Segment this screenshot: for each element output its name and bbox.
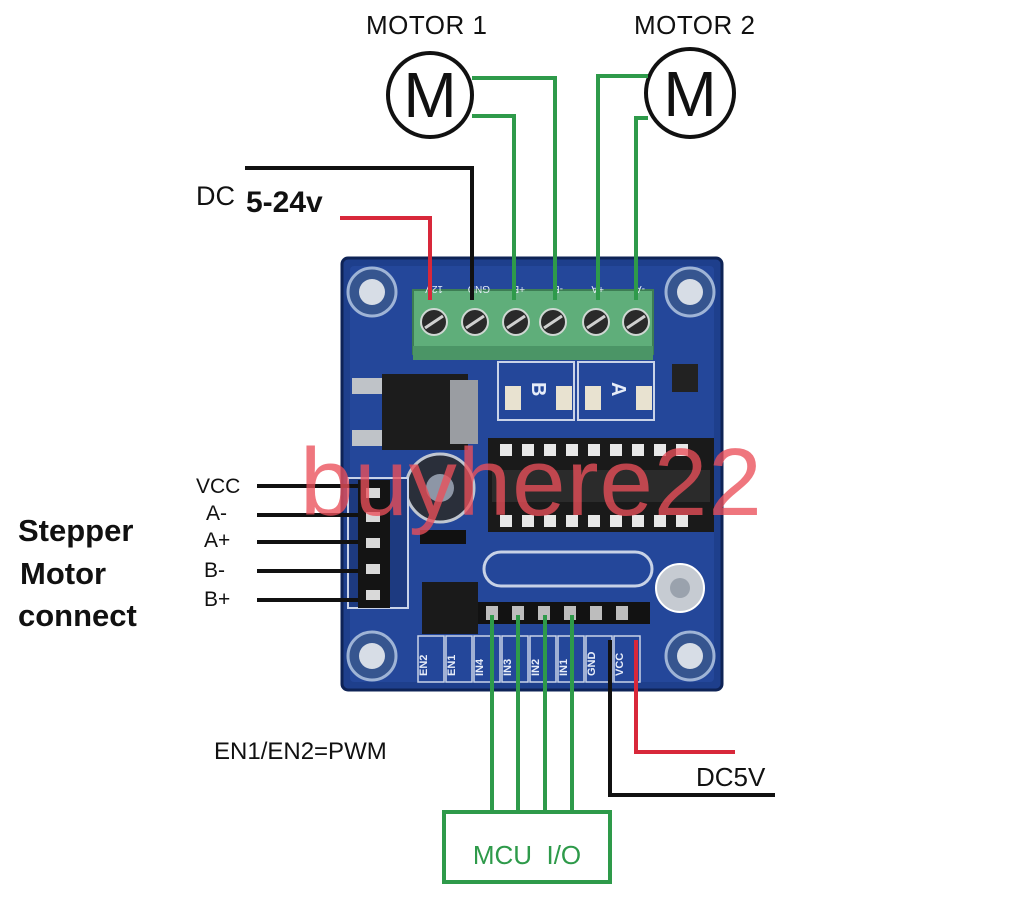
dc5v-label: DC5V: [696, 762, 766, 792]
mounting-hole: [664, 630, 716, 682]
watermark: buyhere22: [300, 429, 763, 536]
terminal-mark-minus-b: -B: [553, 283, 563, 294]
pin-label-vcc: VCC: [614, 653, 626, 676]
motor-2-m: M: [663, 58, 716, 130]
stepper-title-line3: connect: [18, 598, 137, 633]
stepper-pin-b-plus: B+: [204, 588, 231, 611]
stepper-pin-a-minus: A-: [206, 502, 227, 525]
mcu-io-box: [442, 810, 612, 884]
wire-gnd-5v: [608, 640, 775, 797]
pin-label-en2: EN2: [418, 655, 430, 676]
wire-motor1-b: [472, 114, 516, 300]
terminal-mark-plus-b: +B: [512, 283, 525, 294]
pin-label-in3: IN3: [502, 659, 514, 676]
driver-board: EN2 EN1 IN4 IN3 IN2 IN1 GND VCC 12V GND …: [340, 256, 724, 692]
wire-motor2-a: [596, 74, 648, 300]
mounting-hole: [664, 266, 716, 318]
stepper-pin-b-minus: B-: [204, 559, 225, 582]
mounting-hole: [346, 266, 398, 318]
motor-2-symbol: M: [644, 47, 736, 139]
wire-vcc-5v: [634, 640, 735, 754]
motor-1-m: M: [403, 59, 456, 131]
stepper-pin-a-plus: A+: [204, 529, 231, 552]
stepper-title-line2: Motor: [20, 556, 107, 591]
screw-terminal-block: [412, 289, 654, 360]
motor-1-symbol: M: [386, 51, 474, 139]
pin-label-en1: EN1: [446, 655, 458, 676]
dc-voltage-label: 5-24v: [246, 186, 323, 219]
channel-letter-b: B: [527, 382, 549, 396]
motor-2-label: MOTOR 2: [634, 10, 756, 40]
en-pwm-note: EN1/EN2=PWM: [214, 738, 387, 765]
bottom-pin-header: [478, 602, 650, 624]
pin-label-in1: IN1: [558, 659, 570, 676]
motor-1-label: MOTOR 1: [366, 10, 488, 40]
stepper-pin-vcc: VCC: [196, 475, 241, 498]
channel-letter-a: A: [607, 382, 629, 396]
mounting-hole: [346, 630, 398, 682]
voltage-regulator: [352, 374, 478, 450]
pin-label-in2: IN2: [530, 659, 542, 676]
wires: [245, 74, 775, 812]
mcu-io-label: MCU I/O: [473, 840, 581, 870]
terminal-mark-gnd: GND: [468, 283, 490, 294]
terminal-mark-minus-a: -A: [635, 283, 645, 294]
wire-motor2-b: [634, 116, 648, 300]
wire-motor1-a: [472, 76, 557, 300]
dip-ic: [488, 438, 714, 532]
terminal-mark-12v: 12V: [425, 283, 443, 294]
stepper-title-line1: Stepper: [18, 513, 134, 548]
dc-prefix-label: DC: [196, 181, 235, 211]
pin-label-in4: IN4: [474, 658, 486, 676]
capacitor: [655, 563, 705, 613]
stepper-header: [347, 477, 409, 609]
wire-dc-positive: [340, 216, 432, 300]
wire-dc-gnd: [245, 166, 474, 300]
pin-label-gnd: GND: [586, 652, 598, 677]
